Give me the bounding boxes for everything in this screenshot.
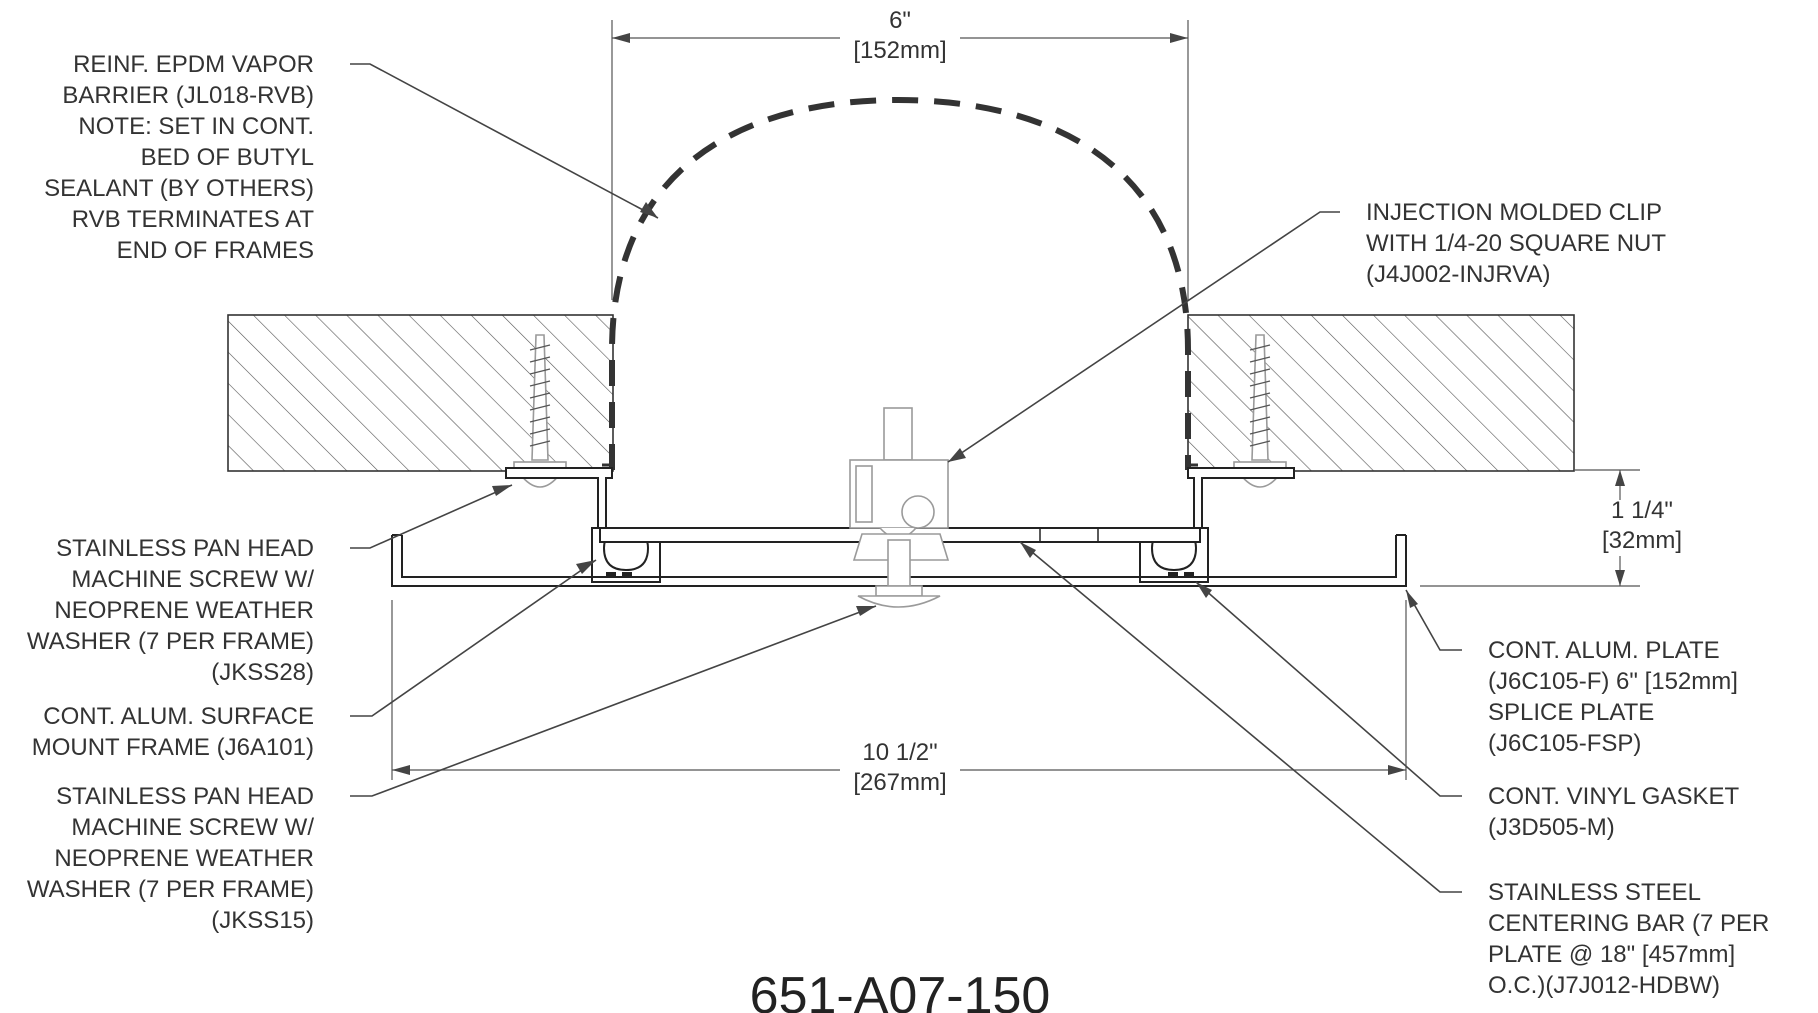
dimension-height: 1 1/4" [32mm] — [1420, 469, 1682, 587]
label-line: BARRIER (JL018-RVB) — [62, 82, 314, 109]
label-line: CONT. ALUM. SURFACE — [43, 703, 314, 730]
substrate-right — [1187, 314, 1575, 472]
label-line: SPLICE PLATE — [1488, 699, 1654, 726]
label-line: WITH 1/4-20 SQUARE NUT — [1366, 230, 1666, 257]
label-line: NEOPRENE WEATHER — [54, 845, 314, 872]
label-alum-plate: CONT. ALUM. PLATE (J6C105-F) 6" [152mm] … — [1488, 637, 1738, 757]
label-line: MACHINE SCREW W/ — [71, 814, 314, 841]
label-line: SEALANT (BY OTHERS) — [44, 175, 314, 202]
label-screw-15: STAINLESS PAN HEAD MACHINE SCREW W/ NEOP… — [27, 783, 314, 934]
dim-height-inches: 1 1/4" — [1611, 497, 1673, 524]
label-line: MACHINE SCREW W/ — [71, 566, 314, 593]
injection-molded-clip — [849, 407, 949, 539]
dim-overall-inches: 10 1/2" — [862, 739, 937, 766]
label-line: INJECTION MOLDED CLIP — [1366, 199, 1662, 226]
label-line: END OF FRAMES — [117, 237, 314, 264]
label-clip: INJECTION MOLDED CLIP WITH 1/4-20 SQUARE… — [1366, 199, 1666, 288]
label-vinyl-gasket: CONT. VINYL GASKET (J3D505-M) — [1488, 783, 1740, 841]
label-screw-28: STAINLESS PAN HEAD MACHINE SCREW W/ NEOP… — [27, 535, 314, 686]
label-line: STAINLESS PAN HEAD — [56, 783, 314, 810]
substrate-left — [227, 314, 614, 472]
label-line: WASHER (7 PER FRAME) — [27, 876, 314, 903]
label-line: STAINLESS PAN HEAD — [56, 535, 314, 562]
label-line: CONT. VINYL GASKET — [1488, 783, 1740, 810]
label-line: RVB TERMINATES AT — [72, 206, 315, 233]
label-line: NEOPRENE WEATHER — [54, 597, 314, 624]
label-line: O.C.)(J7J012-HDBW) — [1488, 972, 1720, 999]
leader-lines — [350, 63, 1462, 893]
label-line: (J3D505-M) — [1488, 814, 1615, 841]
label-surface-frame: CONT. ALUM. SURFACE MOUNT FRAME (J6A101) — [32, 703, 314, 761]
dimension-top-width: 6" [152mm] — [611, 7, 1189, 300]
dimension-overall-width: 10 1/2" [267mm] — [391, 600, 1407, 796]
surface-mount-frame-right — [1139, 467, 1295, 583]
label-line: STAINLESS STEEL — [1488, 879, 1701, 906]
label-line: CENTERING BAR (7 PER — [1488, 910, 1769, 937]
label-line: (J4J002-INJRVA) — [1366, 261, 1551, 288]
label-line: PLATE @ 18" [457mm] — [1488, 941, 1735, 968]
label-line: (JKSS28) — [211, 659, 314, 686]
label-line: (J6C105-F) 6" [152mm] — [1488, 668, 1738, 695]
label-line: CONT. ALUM. PLATE — [1488, 637, 1720, 664]
drawing-title: 651-A07-150 — [750, 967, 1051, 1013]
label-line: REINF. EPDM VAPOR — [73, 51, 314, 78]
label-line: NOTE: SET IN CONT. — [78, 113, 314, 140]
label-line: WASHER (7 PER FRAME) — [27, 628, 314, 655]
label-centering-bar: STAINLESS STEEL CENTERING BAR (7 PER PLA… — [1488, 879, 1769, 999]
dim-height-mm: [32mm] — [1602, 527, 1682, 554]
label-line: MOUNT FRAME (J6A101) — [32, 734, 314, 761]
vapor-barrier-loop — [602, 96, 1198, 470]
label-line: BED OF BUTYL — [141, 144, 314, 171]
machine-screw-center — [852, 533, 950, 608]
dim-top-inches: 6" — [889, 7, 911, 34]
label-line: (JKSS15) — [211, 907, 314, 934]
label-line: (J6C105-FSP) — [1488, 730, 1641, 757]
dim-top-mm: [152mm] — [853, 37, 946, 64]
label-vapor-barrier: REINF. EPDM VAPOR BARRIER (JL018-RVB) NO… — [44, 51, 314, 264]
dim-overall-mm: [267mm] — [853, 769, 946, 796]
